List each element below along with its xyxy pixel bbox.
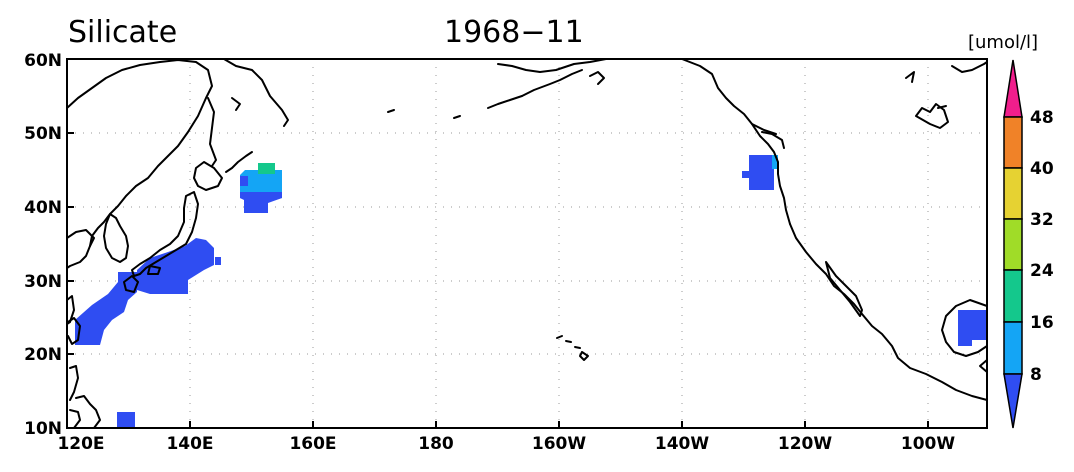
x-tick-label: 100W bbox=[901, 434, 955, 454]
data-cell-philippine-sea bbox=[117, 412, 135, 428]
x-tick-label: 140E bbox=[166, 434, 213, 454]
colorbar-segment-8-16 bbox=[1003, 321, 1023, 375]
colorbar-segment-32-40 bbox=[1003, 167, 1023, 220]
plot-area bbox=[67, 59, 987, 428]
data-cell-east-china-sea bbox=[75, 272, 137, 345]
x-tick-label: 180 bbox=[418, 434, 454, 454]
x-tick-label: 160W bbox=[532, 434, 586, 454]
colorbar-label: 40 bbox=[1030, 159, 1054, 179]
colorbar-label: 32 bbox=[1030, 210, 1054, 230]
coastlines bbox=[66, 58, 988, 429]
colorbar-segment-24-32 bbox=[1003, 218, 1023, 271]
y-tick-label: 40N bbox=[24, 198, 62, 218]
colorbar-segment-16-24 bbox=[1003, 269, 1023, 323]
colorbar-label: 48 bbox=[1030, 108, 1054, 128]
data-cell-oregon bbox=[742, 155, 778, 190]
silicate-data-cells bbox=[75, 155, 987, 428]
variable-title: Silicate bbox=[68, 15, 177, 50]
x-tick-label: 120W bbox=[778, 434, 832, 454]
x-tick-label: 160E bbox=[289, 434, 336, 454]
date-title: 1968−11 bbox=[444, 15, 584, 50]
y-axis-labels: 10N 20N 30N 40N 50N 60N bbox=[24, 51, 62, 439]
y-tick-label: 10N bbox=[24, 419, 62, 439]
axis-ticks bbox=[67, 132, 929, 428]
data-cell-kuril bbox=[240, 163, 282, 213]
colorbar-label: 8 bbox=[1030, 365, 1042, 385]
colorbar-extend-min bbox=[1003, 373, 1023, 429]
colorbar-extend-max bbox=[1003, 59, 1023, 118]
y-tick-label: 60N bbox=[24, 51, 62, 71]
colorbar-segment-40-48 bbox=[1003, 116, 1023, 169]
y-tick-label: 20N bbox=[24, 345, 62, 365]
x-tick-label: 120E bbox=[57, 434, 104, 454]
x-axis-labels: 120E 140E 160E 180 160W 140W 120W 100W bbox=[57, 434, 955, 454]
map-frame bbox=[66, 58, 988, 429]
data-cell-japan-south bbox=[137, 238, 221, 294]
colorbar-label: 24 bbox=[1030, 261, 1054, 281]
colorbar: 48 40 32 24 16 8 bbox=[1003, 59, 1054, 429]
y-tick-label: 30N bbox=[24, 272, 62, 292]
units-label: [umol/l] bbox=[968, 32, 1038, 53]
data-cell-gulf-of-mexico bbox=[958, 310, 987, 346]
x-tick-label: 140W bbox=[655, 434, 709, 454]
y-tick-label: 50N bbox=[24, 124, 62, 144]
colorbar-label: 16 bbox=[1030, 313, 1054, 333]
